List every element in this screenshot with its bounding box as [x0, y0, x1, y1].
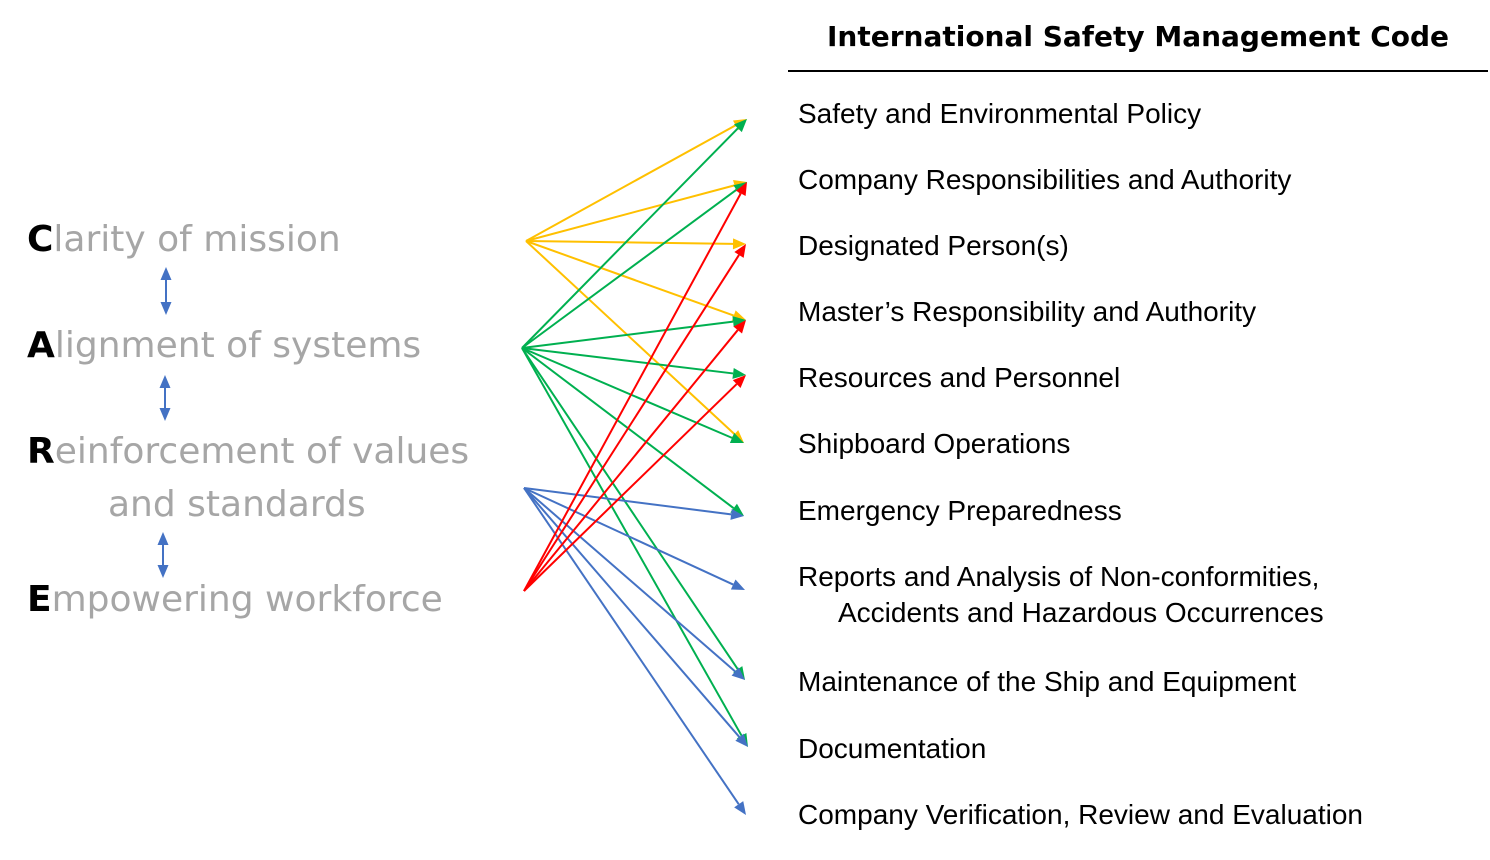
care-double-arrow-3-down-arrowhead	[157, 565, 169, 578]
care-double-arrow-2-down-arrowhead	[159, 408, 171, 421]
link-clarity-to-element-4	[525, 240, 735, 317]
care-text-clarity: larity of mission	[53, 219, 341, 260]
ism-element-5: Resources and Personnel	[798, 360, 1120, 396]
care-letter-r: R	[27, 431, 55, 472]
ism-element-7: Emergency Preparedness	[798, 493, 1122, 529]
ism-element-3-text: Designated Person(s)	[798, 230, 1069, 261]
link-reinforcement-to-element-7	[523, 487, 732, 516]
care-text-empowering: mpowering workforce	[51, 579, 443, 620]
ism-element-9-text: Maintenance of the Ship and Equipment	[798, 666, 1297, 697]
ism-element-6: Shipboard Operations	[798, 426, 1070, 462]
link-reinforcement-to-element-9-arrowhead	[731, 667, 745, 680]
ism-element-1: Safety and Environmental Policy	[798, 96, 1201, 132]
ism-element-11-text: Company Verification, Review and Evaluat…	[798, 799, 1363, 830]
link-empowering-to-element-5	[523, 383, 738, 592]
link-alignment-to-element-1-arrowhead	[733, 119, 747, 133]
ism-element-8-text-line1: Reports and Analysis of Non-conformities…	[798, 561, 1320, 592]
ism-element-11: Company Verification, Review and Evaluat…	[798, 797, 1363, 833]
link-reinforcement-to-element-9	[523, 487, 736, 673]
care-letter-e: E	[27, 579, 52, 620]
care-double-arrow-3-up-arrowhead	[157, 532, 169, 545]
ism-element-2-text: Company Responsibilities and Authority	[798, 164, 1292, 195]
ism-element-10-text: Documentation	[798, 733, 987, 764]
care-text-reinforcement: einforcement of values	[54, 431, 470, 472]
care-text-reinforcement-cont: and standards	[108, 484, 366, 525]
link-alignment-to-element-5-arrowhead	[732, 367, 746, 379]
care-text-alignment: lignment of systems	[54, 325, 422, 366]
care-item-reinforcement: Reinforcement of values	[27, 434, 469, 470]
link-clarity-to-element-2	[525, 184, 735, 242]
care-double-arrow-1-up-arrowhead	[160, 267, 172, 280]
link-alignment-to-element-4-arrowhead	[732, 316, 746, 328]
link-reinforcement-to-element-7-arrowhead	[730, 508, 744, 520]
ism-element-5-text: Resources and Personnel	[798, 362, 1121, 393]
ism-title-rule	[788, 70, 1488, 72]
ism-element-7-text: Emergency Preparedness	[798, 495, 1122, 526]
link-reinforcement-to-element-11-arrowhead	[734, 801, 746, 815]
link-empowering-to-element-3	[523, 254, 740, 592]
ism-element-2: Company Responsibilities and Authority	[798, 162, 1291, 198]
care-item-alignment: Alignment of systems	[27, 328, 421, 364]
link-empowering-to-element-4	[523, 329, 739, 592]
ism-element-9: Maintenance of the Ship and Equipment	[798, 664, 1296, 700]
ism-element-1-text: Safety and Environmental Policy	[798, 98, 1202, 129]
link-reinforcement-to-element-8-arrowhead	[730, 579, 745, 590]
care-double-arrow-2-up-arrowhead	[159, 375, 171, 388]
link-empowering-to-element-3-arrowhead	[734, 244, 746, 258]
ism-element-10: Documentation	[798, 731, 986, 767]
ism-element-4: Master’s Responsibility and Authority	[798, 294, 1256, 330]
link-alignment-to-element-5	[521, 347, 734, 375]
link-clarity-to-element-6	[525, 240, 736, 435]
ism-element-8-text-line2: Accidents and Hazardous Occurrences	[838, 597, 1324, 629]
link-empowering-to-element-4-arrowhead	[733, 320, 746, 334]
care-double-arrow-1-down-arrowhead	[160, 302, 172, 315]
care-letter-a: A	[27, 325, 55, 366]
ism-element-6-text: Shipboard Operations	[798, 428, 1071, 459]
link-alignment-to-element-6-arrowhead	[729, 432, 744, 443]
link-clarity-to-element-3	[525, 240, 734, 245]
link-alignment-to-element-9	[521, 347, 739, 670]
link-alignment-to-element-10	[521, 347, 743, 737]
care-letter-c: C	[27, 219, 54, 260]
ism-title: International Safety Management Code	[826, 20, 1450, 53]
link-alignment-to-element-4	[521, 320, 734, 349]
care-item-empowering: Empowering workforce	[27, 582, 443, 618]
link-alignment-to-element-2	[521, 188, 738, 349]
ism-element-3: Designated Person(s)	[798, 228, 1069, 264]
link-reinforcement-to-element-10-arrowhead	[735, 733, 748, 747]
link-empowering-to-element-5-arrowhead	[732, 375, 746, 389]
link-reinforcement-to-element-8	[523, 487, 734, 586]
ism-element-8: Reports and Analysis of Non-conformities…	[798, 559, 1324, 632]
link-reinforcement-to-element-11	[523, 487, 740, 805]
link-clarity-to-element-3-arrowhead	[732, 238, 746, 250]
link-empowering-to-element-2	[523, 192, 742, 592]
care-item-clarity: Clarity of mission	[27, 222, 341, 258]
link-reinforcement-to-element-10	[523, 487, 741, 738]
link-alignment-to-element-1	[521, 127, 739, 349]
link-clarity-to-element-1	[525, 124, 737, 242]
ism-element-4-text: Master’s Responsibility and Authority	[798, 296, 1257, 327]
link-empowering-to-element-2-arrowhead	[735, 182, 747, 197]
